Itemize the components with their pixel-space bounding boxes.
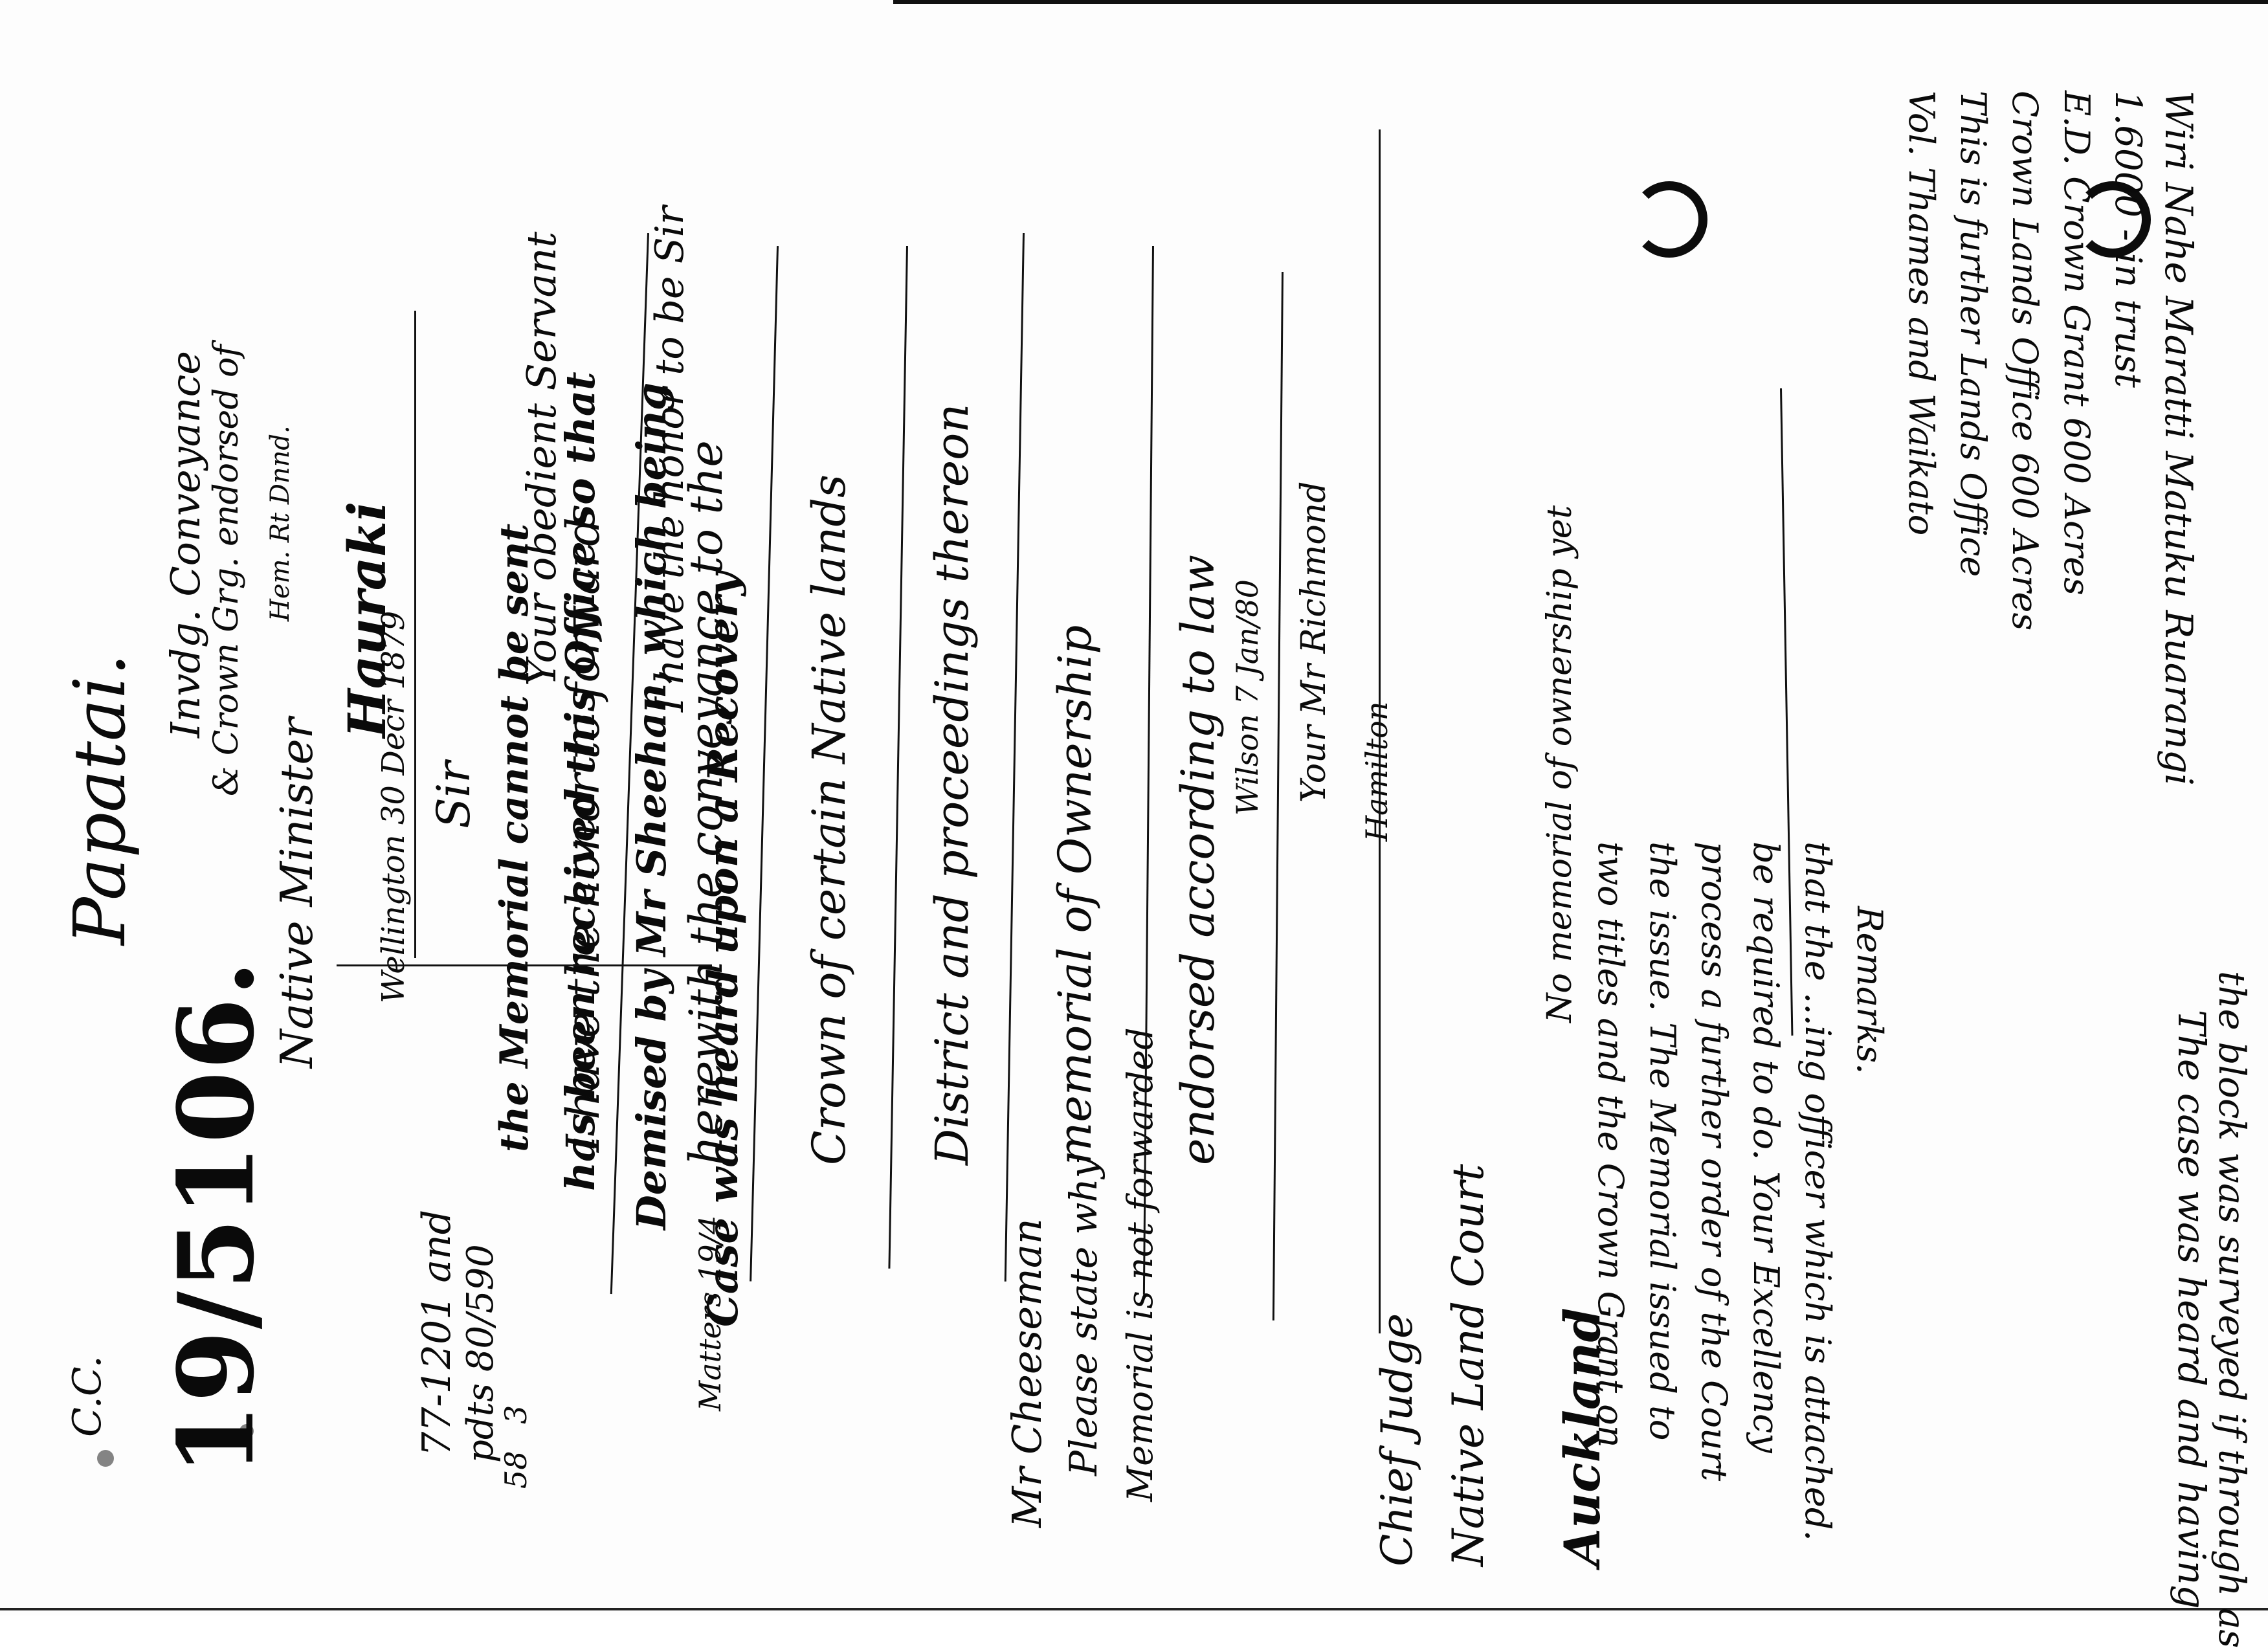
cancel-stroke xyxy=(750,246,779,1282)
side-note: No memorial of ownership yet xyxy=(1540,505,1579,1023)
file-number: 19/5106. xyxy=(155,959,277,1476)
reversed-note: Vol. Thames and Waikato xyxy=(1901,91,1942,536)
ink-blot xyxy=(97,1450,114,1467)
reversed-note: This is further Lands Office xyxy=(1953,91,1994,577)
corner-mark: C.C. xyxy=(65,1355,110,1437)
reversed-note: process a further order of the Court xyxy=(1694,841,1735,1482)
letter-line: memorial of Ownership xyxy=(1049,625,1102,1165)
cancel-stroke xyxy=(1272,272,1284,1320)
cancel-stroke xyxy=(888,246,908,1269)
header-author: Native Minister xyxy=(272,717,323,1068)
side-note: Wilson 7 Jan/80 xyxy=(1230,579,1265,816)
reversed-note: the block was surveyed if through as xyxy=(2210,971,2252,1648)
note-line: Mr Cheeseman xyxy=(1003,1218,1051,1528)
reversed-note: The case was heard and having xyxy=(2170,1010,2214,1609)
reference-line: 77-1201 and xyxy=(414,1209,460,1456)
addressee-line: Native Land Court xyxy=(1443,1164,1493,1566)
header-subject: Invdg. Conveyance xyxy=(162,351,209,738)
header-place: Papatai. xyxy=(58,653,141,945)
reversed-note: two titles and the Crown Grant on xyxy=(1590,841,1631,1448)
letter-salutation: Sir xyxy=(427,761,480,829)
ink-blot xyxy=(239,1424,254,1438)
bottom-edge-line xyxy=(0,1608,2268,1610)
letter-line: endorsed according to law xyxy=(1172,555,1225,1165)
letter-line: Crown of certain Native lands xyxy=(803,474,856,1165)
reversed-note: that the ...ing officer which is attache… xyxy=(1797,841,1838,1541)
addressee-line: Chief Judge xyxy=(1372,1313,1422,1566)
cancel-stroke xyxy=(1379,129,1381,1333)
reversed-note: E.D. Crown Grant 600 Acres xyxy=(2056,91,2097,596)
cancel-stroke xyxy=(414,311,416,958)
reversed-note: be required to do. Your Excellency xyxy=(1746,841,1786,1453)
reversed-note: Remarks. xyxy=(1849,906,1890,1075)
side-note: Hamilton xyxy=(1359,701,1394,841)
side-note: Your Mr Richmond xyxy=(1295,481,1333,803)
reference-line: 58 xyxy=(498,1451,533,1489)
paper-clip-icon xyxy=(1631,181,1707,258)
note-line: Memorial is not forwarded xyxy=(1120,1027,1161,1502)
reversed-note: Wiri Nahe Maratti Matuku Ruarangi xyxy=(2157,91,2201,786)
letter-signature: Your obedient Servant xyxy=(518,231,565,686)
letter-line: District and proceedings thereon xyxy=(926,403,979,1165)
reversed-note: the issue. The Memorial issued to xyxy=(1642,841,1683,1441)
reversed-note: 1.6000 - in trust xyxy=(2107,91,2149,388)
reversed-note: Crown Lands Office 600 Acres xyxy=(2005,91,2045,631)
top-edge-line xyxy=(893,0,2268,4)
header-from: Wellington 30 Decr 1879 xyxy=(375,610,412,1003)
header-author-note: Hem. Rt Dnnd. xyxy=(265,425,295,621)
reference-line: 3 xyxy=(498,1405,533,1424)
note-line: Please state why xyxy=(1062,1157,1106,1476)
cancel-stroke xyxy=(337,964,712,966)
cancel-stroke xyxy=(1004,233,1025,1282)
reference-line: pdts 80/590 xyxy=(460,1244,502,1463)
header-subject-2: & Crown Grg. endorsed of xyxy=(207,344,246,796)
letter-closing: I have the honor to be Sir xyxy=(647,206,693,712)
